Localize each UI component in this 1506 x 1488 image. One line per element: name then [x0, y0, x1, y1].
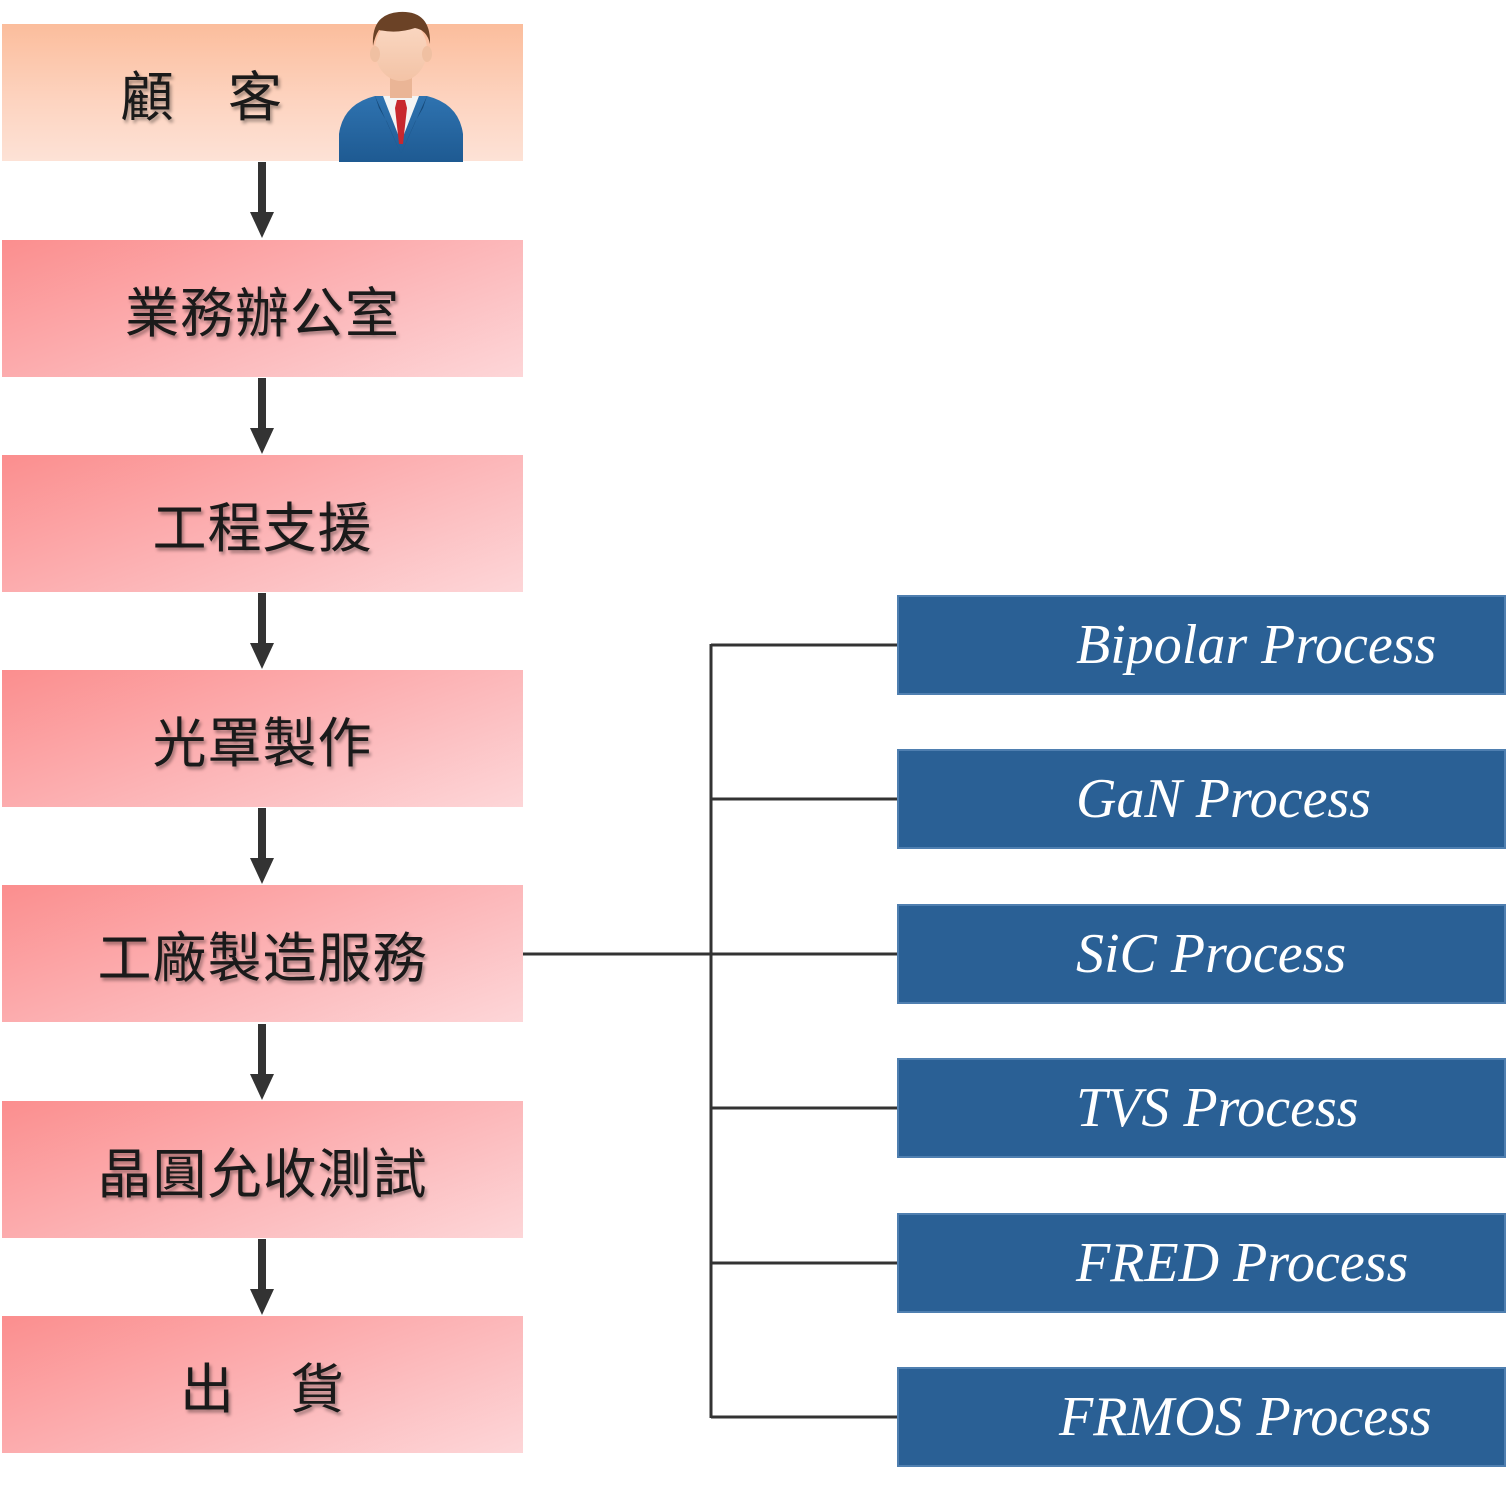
- step-foundry-service: 工廠製造服務: [2, 885, 523, 1022]
- step-foundry-service-label: 工廠製造服務: [97, 927, 428, 990]
- step-engineering-support: 工程支援: [2, 455, 523, 592]
- step-customer-label: 顧 客: [120, 66, 282, 129]
- arrow-down-icon: [250, 378, 274, 454]
- process-fred-label: FRED Process: [1076, 1232, 1409, 1294]
- process-sic-label: SiC Process: [1076, 923, 1347, 985]
- process-sic: SiC Process: [897, 904, 1506, 1004]
- step-customer: 顧 客: [2, 11, 523, 162]
- arrow-down-icon: [250, 808, 274, 884]
- process-bipolar-label: Bipolar Process: [1076, 614, 1437, 676]
- step-engineering-support-label: 工程支援: [152, 497, 373, 560]
- step-wafer-acceptance-test: 晶圓允收測試: [2, 1101, 523, 1238]
- arrow-down-icon: [250, 1024, 274, 1100]
- process-gan-label: GaN Process: [1076, 768, 1372, 830]
- process-gan: GaN Process: [897, 749, 1506, 849]
- process-fred: FRED Process: [897, 1213, 1506, 1313]
- process-tvs-label: TVS Process: [1076, 1077, 1359, 1139]
- arrow-down-icon: [250, 1239, 274, 1315]
- step-mask-making-label: 光罩製作: [152, 712, 373, 775]
- businessman-avatar-icon: [339, 11, 463, 162]
- step-sales-office: 業務辦公室: [2, 240, 523, 377]
- step-sales-office-label: 業務辦公室: [125, 282, 400, 345]
- step-shipment: 出 貨: [2, 1316, 523, 1453]
- process-frmos: FRMOS Process: [897, 1367, 1506, 1467]
- step-mask-making: 光罩製作: [2, 670, 523, 807]
- step-wafer-acceptance-test-label: 晶圓允收測試: [97, 1143, 428, 1206]
- step-shipment-label: 出 貨: [180, 1358, 345, 1421]
- process-bipolar: Bipolar Process: [897, 595, 1506, 695]
- arrow-down-icon: [250, 593, 274, 669]
- process-tvs: TVS Process: [897, 1058, 1506, 1158]
- process-frmos-label: FRMOS Process: [1059, 1386, 1432, 1448]
- arrow-down-icon: [250, 162, 274, 238]
